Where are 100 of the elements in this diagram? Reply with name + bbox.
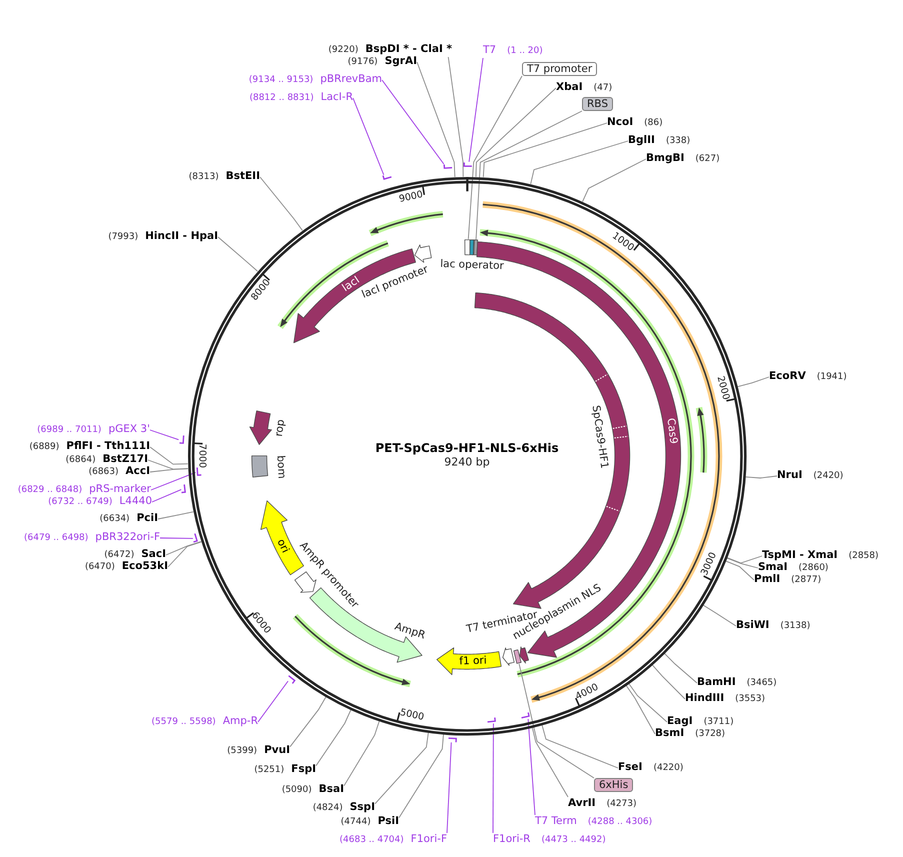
- leader-line: [492, 723, 494, 834]
- leader-line: [482, 122, 608, 178]
- restriction-site-label: (7993) HincII - HpaI: [108, 230, 218, 244]
- restriction-site-label: (9220) BspDI * - ClaI *: [328, 43, 452, 57]
- primer-mark: [181, 484, 187, 494]
- tick-label: 7000: [196, 444, 208, 468]
- sequence-feature: [294, 571, 318, 594]
- leader-line: [150, 430, 180, 440]
- leader-line: [475, 88, 556, 178]
- primer-mark: [288, 674, 296, 684]
- primer-label: (9134 .. 9153) pBRrevBam: [248, 73, 382, 87]
- primer-mark: [521, 712, 531, 719]
- restriction-site-label: NruI (2420): [777, 469, 844, 483]
- restriction-site-label: (6634) PciI: [100, 512, 158, 526]
- restriction-site-label: NcoI (86): [607, 116, 663, 130]
- restriction-site-label: (6864) BstZ17I: [66, 453, 148, 467]
- leader-line: [626, 685, 656, 734]
- leader-line: [582, 158, 646, 202]
- primer-label: (8812 .. 8831) LacI-R: [249, 91, 353, 105]
- leader-line: [628, 683, 668, 722]
- feature-tag: RBS: [582, 97, 613, 111]
- sequence-feature: f1 ori: [436, 646, 502, 676]
- restriction-site-label: EcoRV (1941): [769, 370, 847, 384]
- sequence-feature: [519, 646, 530, 664]
- restriction-site-label: (5399) PvuI: [227, 744, 290, 758]
- leader-line: [168, 542, 202, 568]
- primer-mark: [178, 435, 184, 445]
- leader-line: [150, 472, 196, 490]
- restriction-site-label: XbaI (47): [556, 81, 612, 95]
- restriction-site-label: BsiWI (3138): [736, 619, 810, 633]
- leader-line: [218, 236, 258, 272]
- restriction-site-label: TspMI - XmaI (2858): [762, 549, 879, 563]
- leader-line: [150, 468, 188, 472]
- feature-label: SpCas9-HF1: [590, 404, 610, 470]
- primer-mark: [448, 736, 458, 742]
- leader-line: [726, 558, 758, 568]
- leader-line: [316, 710, 352, 766]
- leader-line: [652, 664, 686, 700]
- leader-line: [448, 56, 464, 178]
- leader-line: [374, 732, 429, 804]
- restriction-site-label: (8313) BstEII: [188, 170, 260, 184]
- feature-tag: T7 promoter: [522, 62, 598, 76]
- sequence-feature: [502, 647, 516, 666]
- leader-line: [260, 176, 303, 231]
- primer-label: (4683 .. 4704) F1ori-F: [340, 833, 447, 847]
- restriction-site-label: BglII (338): [628, 134, 690, 148]
- leader-line: [530, 140, 628, 184]
- leader-line: [158, 511, 194, 520]
- restriction-site-label: (6472) SacI: [104, 548, 166, 562]
- leader-line: [398, 734, 444, 818]
- primer-mark: [192, 533, 198, 544]
- leader-line: [528, 718, 536, 816]
- leader-line: [258, 680, 288, 722]
- leader-line: [518, 663, 594, 778]
- primer-mark: [463, 162, 473, 168]
- primer-label: (6989 .. 7011) pGEX 3': [37, 423, 150, 437]
- primer-mark: [382, 174, 392, 180]
- restriction-site-label: FseI (4220): [618, 761, 684, 775]
- primer-label: (5579 .. 5598) Amp-R: [152, 715, 258, 729]
- restriction-site-label: (6863) AccI: [88, 465, 150, 479]
- feature-label: AmpR: [393, 620, 427, 642]
- tick-label: 2000: [714, 374, 732, 402]
- primer-mark: [487, 717, 497, 724]
- leader-line: [725, 560, 754, 580]
- leader-line: [468, 76, 522, 240]
- restriction-site-label: BmgBI (627): [646, 152, 720, 166]
- leader-line: [152, 489, 182, 502]
- primer-mark: [443, 164, 453, 170]
- restriction-site-label: EagI (3711): [667, 715, 734, 729]
- restriction-site-label: BsmI (3728): [655, 727, 726, 741]
- tick-label: 5000: [398, 707, 425, 724]
- leader-line: [150, 446, 188, 465]
- leader-line: [446, 742, 452, 834]
- leader-line: [737, 376, 770, 388]
- feature-label: rop: [273, 418, 287, 438]
- restriction-site-label: SmaI (2860): [758, 561, 828, 575]
- leader-line: [476, 110, 582, 240]
- leader-line: [160, 538, 194, 539]
- primer-label: T7 (1 .. 20): [483, 44, 543, 58]
- leader-line: [468, 58, 484, 162]
- primer-label: (6479 .. 6498) pBR322ori-F: [24, 531, 160, 545]
- restriction-site-label: (6470) Eco53kI: [84, 560, 168, 574]
- tick-label: 4000: [574, 682, 600, 703]
- leader-line: [416, 62, 456, 178]
- restriction-site-label: HindIII (3553): [685, 692, 766, 706]
- restriction-site-label: (5090) BsaI: [282, 783, 344, 797]
- leader-line: [290, 696, 326, 748]
- tick-label: 9000: [398, 189, 424, 205]
- leader-line: [664, 653, 698, 684]
- restriction-site-label: (5251) FspI: [254, 763, 316, 777]
- restriction-site-label: AvrII (4273): [568, 797, 637, 811]
- leader-line: [726, 556, 762, 564]
- feature-tag: 6xHis: [594, 778, 634, 792]
- leader-line: [542, 724, 618, 768]
- restriction-site-label: BamHI (3465): [697, 676, 777, 690]
- leader-line: [702, 604, 736, 626]
- feature-block: [251, 455, 269, 478]
- tick-label: 3000: [698, 550, 719, 578]
- restriction-site-label: PmlI (2877): [754, 573, 822, 587]
- restriction-site-label: (9176) SgrAI: [348, 55, 417, 69]
